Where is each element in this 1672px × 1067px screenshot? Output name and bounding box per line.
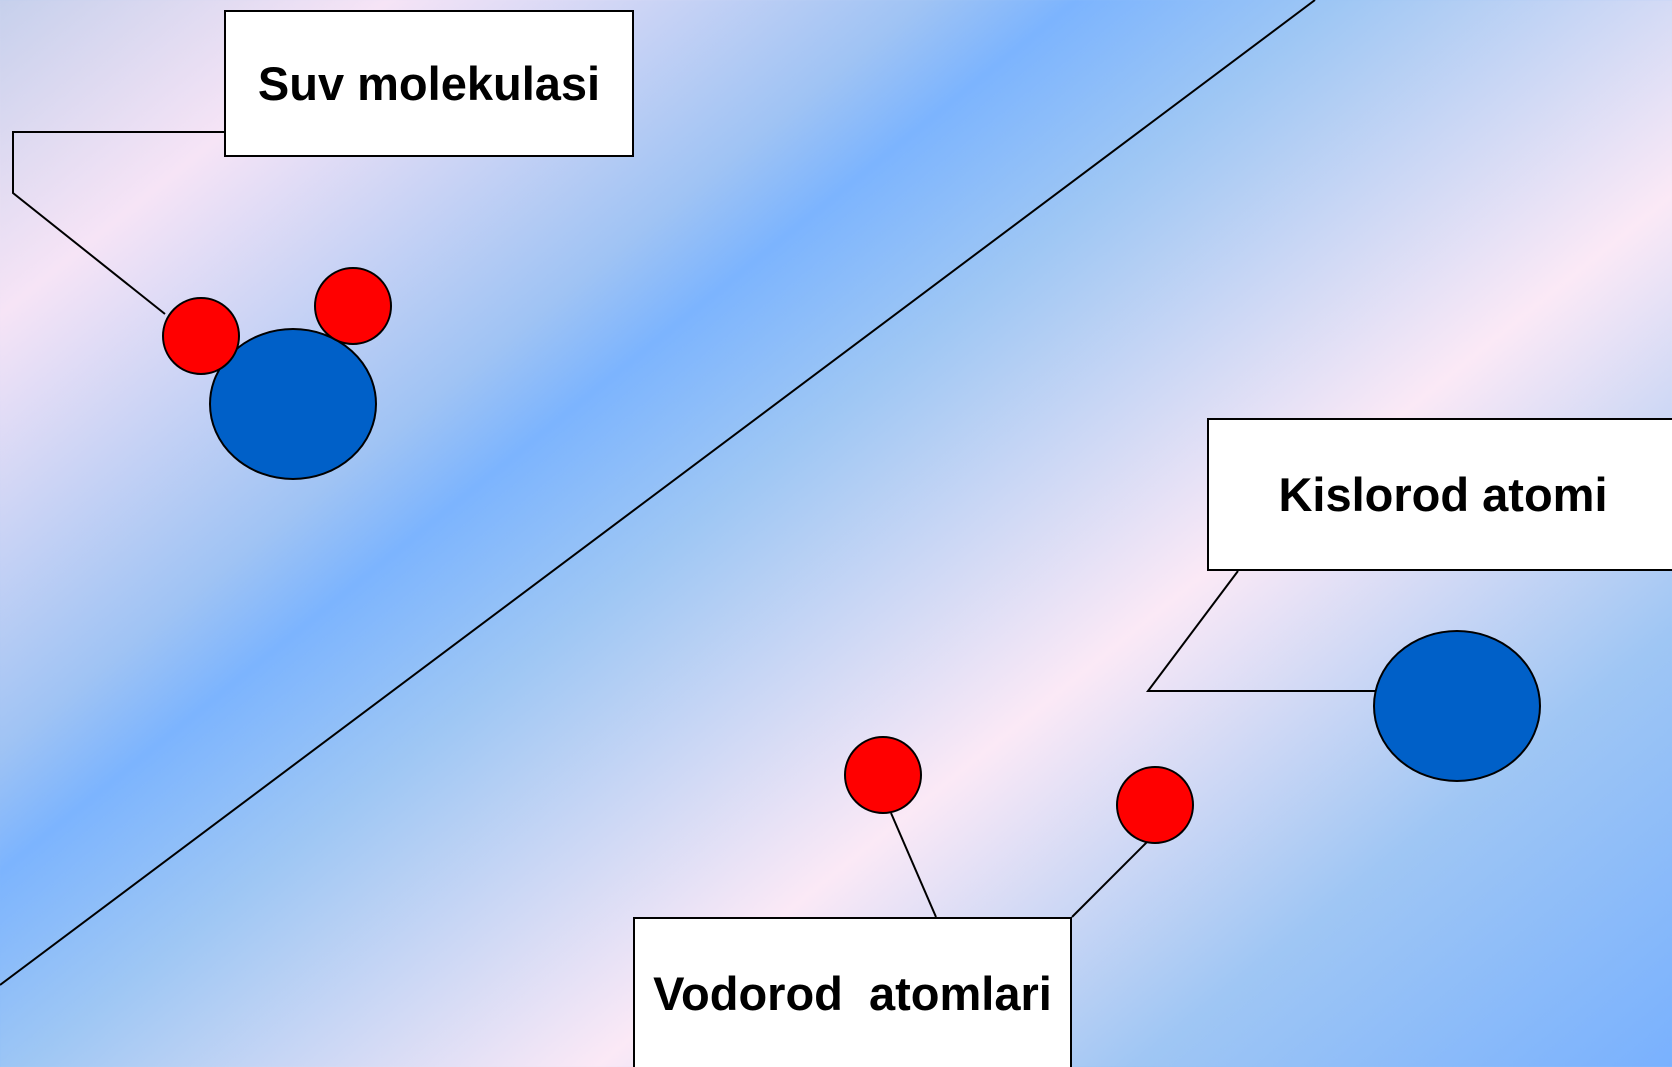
water-molecule: [162, 267, 392, 480]
water-oxygen-atom: [209, 328, 377, 480]
hydrogen-atom-left: [844, 736, 922, 814]
label-hydrogen-atoms: Vodorod atomlari: [633, 917, 1072, 1067]
leader-hydrogen-left: [890, 812, 937, 918]
label-hydrogen-atoms-text: Vodorod atomlari: [653, 966, 1052, 1020]
leader-oxygen-atom: [1146, 570, 1375, 692]
oxygen-atom: [1373, 630, 1541, 782]
label-water-molecule-text: Suv molekulasi: [257, 57, 601, 110]
label-oxygen-atom: Kislorod atomi: [1207, 418, 1672, 571]
divider-line: [0, 0, 1316, 986]
label-oxygen-atom-text: Kislorod atomi: [1278, 468, 1608, 521]
water-hydrogen-atom-right: [314, 267, 392, 345]
label-water-molecule: Suv molekulasi: [224, 10, 634, 157]
leader-hydrogen-right: [1071, 841, 1148, 918]
leader-water-molecule: [12, 131, 224, 315]
water-hydrogen-atom-left: [162, 297, 240, 375]
hydrogen-atom-right: [1116, 766, 1194, 844]
